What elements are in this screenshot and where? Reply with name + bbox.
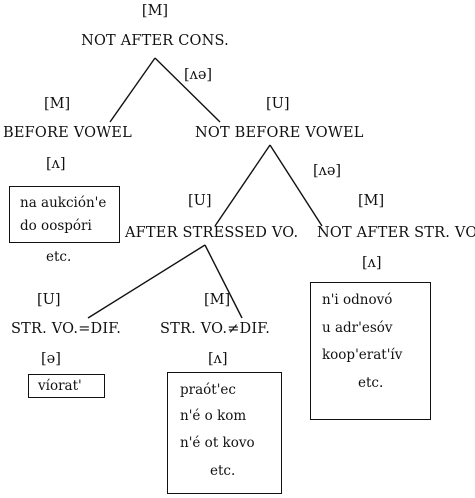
before-vowel-tag: [M] [44, 96, 71, 112]
edge-after-stressed-to-eq-dif [87, 244, 206, 319]
example-line: do oospóri [20, 218, 92, 234]
str-vo-neq-dif-examples-box: praót'ec n'é o kom n'é ot kovo etc. [167, 372, 282, 494]
not-before-vowel-label: NOT BEFORE VOWEL [195, 125, 364, 141]
example-line: n'é ot kovo [180, 435, 255, 451]
str-vo-neq-dif-tag: [M] [204, 292, 231, 308]
after-stressed-label: AFTER STRESSED VO. [125, 225, 299, 241]
not-after-stressed-label: NOT AFTER STR. VO. [317, 225, 475, 241]
str-vo-eq-dif-tag: [U] [37, 292, 61, 308]
before-vowel-etc: etc. [46, 249, 72, 265]
example-line: n'é o kom [180, 408, 247, 424]
example-line: koop'erat'ív [322, 347, 403, 363]
root-label: NOT AFTER CONS. [81, 33, 229, 49]
edge-nbv-to-not-after-stressed [269, 144, 323, 227]
root-right-edge-label: [ʌə] [184, 67, 213, 83]
after-stressed-tag: [U] [188, 193, 212, 209]
before-vowel-value: [ʌ] [46, 156, 66, 172]
example-etc: etc. [358, 375, 384, 391]
before-vowel-examples-box: na aukción'e do oospóri [9, 186, 120, 243]
before-vowel-label: BEFORE VOWEL [3, 125, 132, 141]
edge-root-to-before-vowel [109, 57, 156, 123]
example-line: na aukción'e [20, 195, 107, 211]
edge-nbv-to-after-stressed [214, 144, 271, 227]
str-vo-eq-dif-examples-box: víorat' [28, 374, 105, 398]
not-after-stressed-value: [ʌ] [362, 255, 382, 271]
example-line: praót'ec [180, 382, 236, 398]
str-vo-eq-dif-value: [ə] [41, 351, 61, 367]
str-vo-eq-dif-label: STR. VO.=DIF. [11, 321, 122, 337]
not-before-vowel-tag: [U] [266, 96, 290, 112]
example-etc: etc. [210, 463, 236, 479]
example-line: u adr'esóv [322, 320, 393, 336]
edge-after-stressed-to-neq-dif [204, 244, 243, 319]
str-vo-neq-dif-label: STR. VO.≠DIF. [160, 321, 271, 337]
example-line: víorat' [38, 378, 82, 394]
str-vo-neq-dif-value: [ʌ] [208, 351, 228, 367]
not-after-stressed-examples-box: n'i odnovó u adr'esóv koop'erat'ív etc. [310, 282, 431, 420]
not-after-stressed-tag: [M] [358, 193, 385, 209]
edge-root-to-not-before-vowel [154, 57, 221, 123]
root-tag: [M] [141, 3, 169, 19]
nbv-right-edge-label: [ʌə] [313, 163, 342, 179]
example-line: n'i odnovó [322, 292, 393, 308]
